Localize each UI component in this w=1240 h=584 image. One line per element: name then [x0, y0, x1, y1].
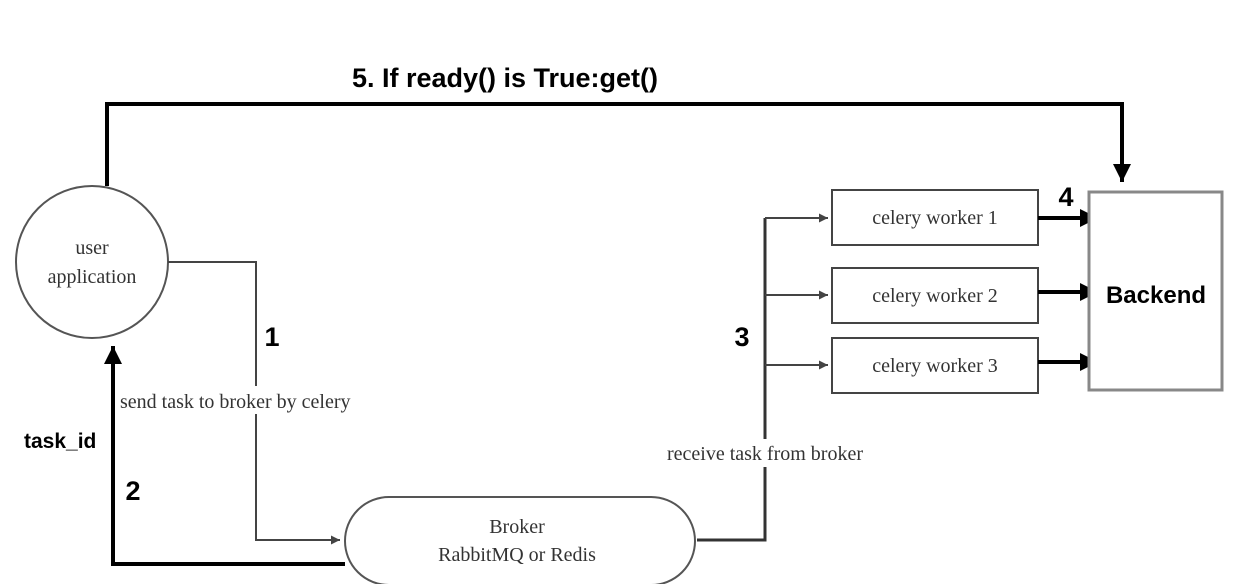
step2-task-id-label: task_id: [24, 430, 96, 453]
edge-ready-get: [105, 102, 1131, 186]
step4-number: 4: [1058, 182, 1073, 212]
user-application-label-line1: user: [75, 237, 109, 259]
step3-label: receive task from broker: [667, 443, 863, 465]
celery-worker-1-label: celery worker 1: [872, 207, 998, 229]
edge-receive-task: [697, 218, 767, 542]
step1-number: 1: [264, 322, 279, 352]
backend-node: [1087, 190, 1224, 392]
step3-number: 3: [734, 322, 749, 352]
celery-worker-3-label: celery worker 3: [872, 355, 998, 377]
celery-worker-3-node: [831, 337, 1039, 394]
celery-worker-2-node: [831, 267, 1039, 324]
broker-label-line2: RabbitMQ or Redis: [438, 544, 596, 566]
broker-node: [344, 496, 696, 584]
step2-number: 2: [125, 476, 140, 506]
user-application-label-line2: application: [48, 266, 137, 288]
step1-label-bg: [116, 386, 396, 414]
celery-worker-2-label: celery worker 2: [872, 285, 998, 307]
edge-task-id: [104, 346, 345, 566]
step3-label-bg: [645, 439, 885, 467]
backend-label: Backend: [1106, 282, 1206, 309]
broker-label-line1: Broker: [489, 516, 545, 538]
step5-label: 5. If ready() is True:get(): [352, 63, 658, 93]
step1-label: send task to broker by celery: [120, 391, 350, 413]
user-application-node: [15, 185, 169, 339]
